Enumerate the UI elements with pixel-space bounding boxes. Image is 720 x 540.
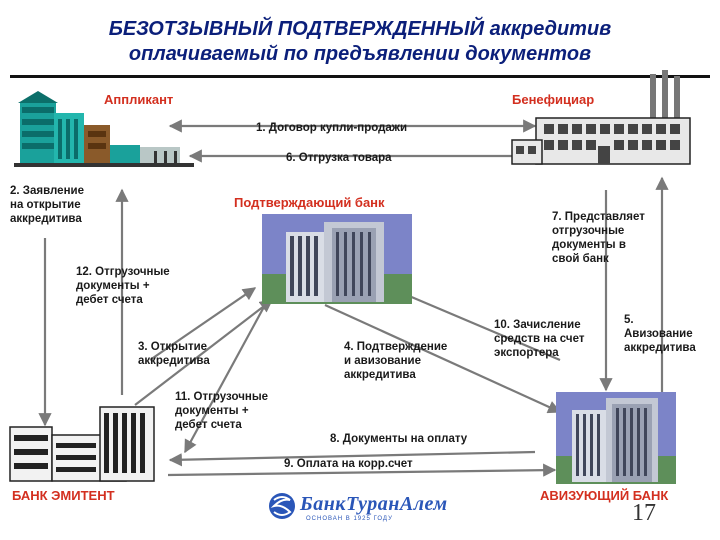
- title-divider: [10, 75, 710, 78]
- factory-smokestacks-icon: [511, 70, 691, 165]
- arrow-11-docs-to-issuer: [184, 304, 266, 454]
- arrow-12-docs-diagonal: [149, 287, 257, 361]
- bank-building-icon: [9, 406, 155, 482]
- page-title-line-1: БЕЗОТЗЫВНЫЙ ПОДТВЕРЖДЕННЫЙ аккредитив: [108, 18, 612, 40]
- factory-building-icon: [14, 91, 194, 167]
- step-8-label: 8. Документы на оплату: [330, 433, 468, 445]
- step-9-label: 9. Оплата на корр.счет: [284, 458, 413, 470]
- arrow-4-confirm-advise: [324, 303, 562, 414]
- party-beneficiary: Бенефициар: [512, 92, 595, 107]
- arrow-10-credit: [393, 288, 561, 362]
- bank-logo-tagline: ОСНОВАН В 1925 ГОДУ: [306, 516, 393, 522]
- party-advising-bank: АВИЗУЮЩИЙ БАНК: [540, 488, 669, 503]
- office-towers-icon: [556, 392, 676, 484]
- party-applicant: Аппликант: [104, 92, 174, 107]
- step-1-label: 1. Договор купли-продажи: [256, 122, 408, 134]
- arrow-8-docs-for-payment: [168, 450, 536, 467]
- page-title-line-2: оплачиваемый по предъявлении документов: [128, 43, 592, 65]
- page-number: 17: [632, 500, 656, 526]
- office-towers-icon: [262, 214, 412, 304]
- arrow-3-opening: [134, 299, 274, 406]
- bank-logo-name: БанкТуранАлем: [300, 493, 448, 515]
- party-issuing-bank: БАНК ЭМИТЕНТ: [12, 488, 115, 503]
- party-confirming-bank: Подтверждающий банк: [234, 195, 385, 210]
- step-6-label: 6. Отгрузка товара: [286, 152, 392, 164]
- arrow-9-payment: [167, 463, 557, 477]
- bank-logo-icon: [269, 493, 295, 519]
